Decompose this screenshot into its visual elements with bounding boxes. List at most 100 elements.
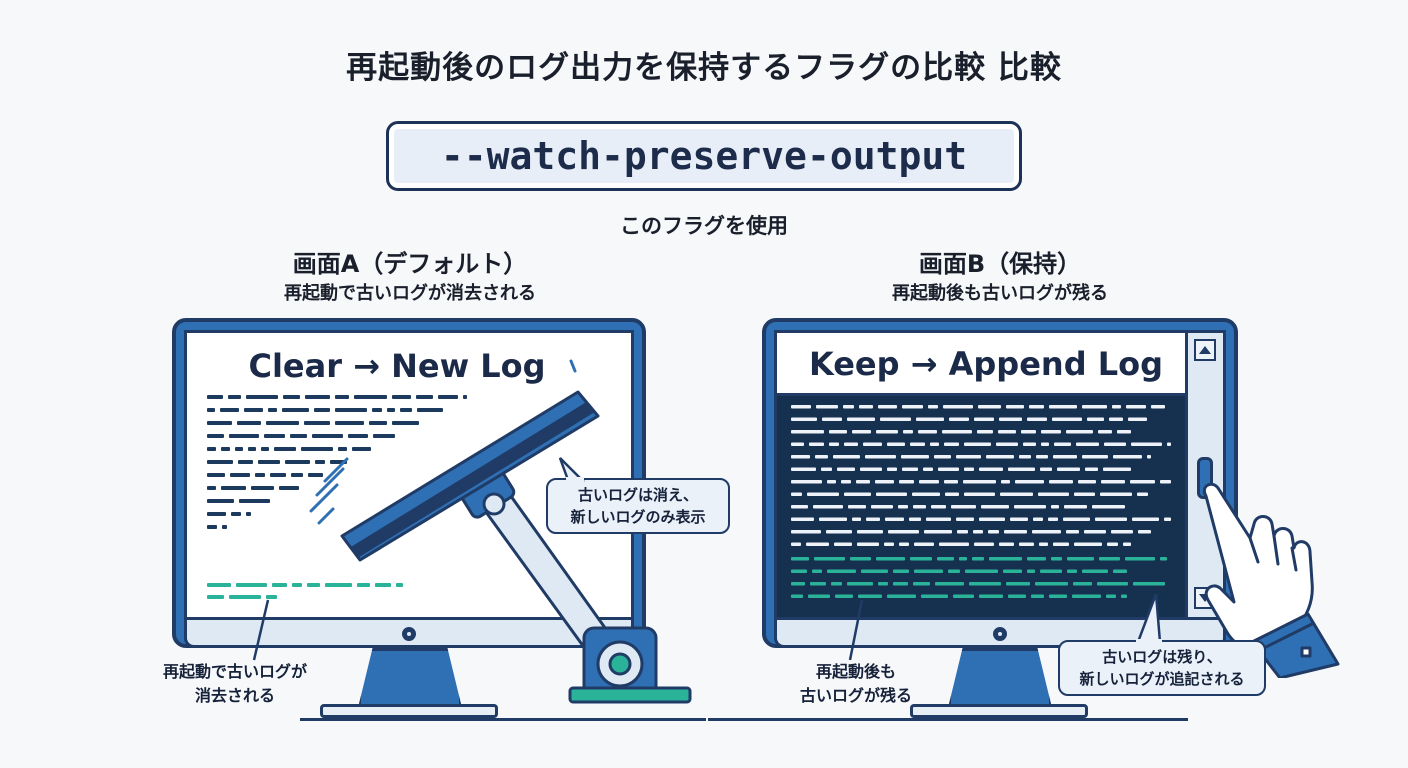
log-dash xyxy=(978,405,1001,409)
callout-a-tail xyxy=(558,457,586,482)
log-dash xyxy=(857,542,879,546)
log-dash xyxy=(1098,430,1112,434)
monitor-b-stand xyxy=(948,648,1052,708)
log-dash xyxy=(972,557,984,561)
log-dash xyxy=(814,557,845,561)
log-dash xyxy=(878,405,897,409)
log-dash xyxy=(944,480,958,484)
monitor-b-log-lines xyxy=(791,405,1171,598)
log-dash xyxy=(1073,582,1092,586)
log-dash xyxy=(387,408,395,412)
log-dash xyxy=(1082,569,1108,573)
log-dash xyxy=(1138,530,1151,534)
log-dash xyxy=(791,467,816,471)
log-dash xyxy=(939,542,969,546)
log-dash xyxy=(843,405,854,409)
log-dash xyxy=(875,480,894,484)
log-dash xyxy=(1085,467,1098,471)
log-dash xyxy=(857,530,883,534)
log-dash xyxy=(957,530,968,534)
log-dash xyxy=(335,395,349,399)
log-dash xyxy=(810,582,826,586)
log-dash xyxy=(207,595,224,599)
page-title: 再起動後のログ出力を保持するフラグの比較 比較 xyxy=(346,50,1062,86)
log-dash xyxy=(357,583,370,587)
log-dash xyxy=(1101,480,1125,484)
log-dash xyxy=(207,499,234,503)
log-dash xyxy=(292,583,302,587)
panel-a-header: 画面A（デフォルト） 再起動で古いログが消去される xyxy=(170,248,650,308)
log-dash xyxy=(844,442,858,446)
note-a: 再起動で古いログが 消去される xyxy=(130,660,340,708)
floor-line-b xyxy=(708,718,1188,721)
log-dash xyxy=(230,473,250,477)
log-dash xyxy=(1097,582,1128,586)
log-dash xyxy=(1123,542,1131,546)
log-dash xyxy=(1113,569,1127,573)
log-dash xyxy=(833,455,860,459)
log-dash xyxy=(847,582,873,586)
log-dash xyxy=(1021,430,1036,434)
log-dash xyxy=(220,408,239,412)
callout-a-line-2: 新しいログのみ表示 xyxy=(570,508,706,526)
log-dash xyxy=(934,455,951,459)
log-dash xyxy=(834,542,852,546)
monitor-b-screen-title: Keep → Append Log xyxy=(808,345,1164,383)
log-dash xyxy=(791,417,817,421)
log-dash xyxy=(809,442,824,446)
log-dash xyxy=(266,595,277,599)
log-dash xyxy=(937,557,954,561)
log-dash xyxy=(1137,492,1148,496)
log-dash xyxy=(909,517,921,521)
callout-a-line-1: 古いログは消え、 xyxy=(577,486,698,504)
log-dash xyxy=(844,492,871,496)
log-dash xyxy=(1057,467,1080,471)
log-dash xyxy=(791,492,802,496)
log-dash xyxy=(1072,594,1101,598)
log-dash xyxy=(352,447,371,451)
log-dash xyxy=(902,405,923,409)
log-dash xyxy=(914,569,943,573)
log-dash xyxy=(308,473,323,477)
scrollbar[interactable] xyxy=(1185,333,1223,617)
log-dash xyxy=(974,417,994,421)
log-dash xyxy=(1049,480,1073,484)
callout-b-tail xyxy=(1136,593,1162,644)
log-dash xyxy=(1008,594,1026,598)
log-dash xyxy=(305,395,330,399)
log-dash xyxy=(1074,542,1102,546)
log-dash xyxy=(463,395,467,399)
log-dash xyxy=(837,467,855,471)
log-dash xyxy=(919,480,939,484)
log-dash xyxy=(400,408,412,412)
scroll-up-button[interactable] xyxy=(1194,339,1216,361)
log-dash xyxy=(1039,542,1048,546)
log-dash xyxy=(791,430,824,434)
panel-a-heading: 画面A（デフォルト） xyxy=(292,250,528,278)
log-dash xyxy=(207,583,231,587)
log-dash xyxy=(914,542,934,546)
log-dash xyxy=(1131,442,1162,446)
log-dash xyxy=(251,486,274,490)
log-dash xyxy=(856,480,870,484)
log-dash xyxy=(1019,455,1031,459)
log-dash xyxy=(1040,569,1062,573)
log-dash xyxy=(279,486,299,490)
monitor-b-base xyxy=(910,704,1088,718)
log-dash xyxy=(1040,467,1052,471)
log-dash xyxy=(1049,594,1067,598)
log-dash xyxy=(301,447,333,451)
log-dash xyxy=(899,480,914,484)
log-dash xyxy=(888,530,919,534)
log-dash xyxy=(918,430,937,434)
flag-caption: このフラグを使用 xyxy=(620,214,788,238)
log-dash xyxy=(1133,582,1165,586)
log-dash xyxy=(207,395,223,399)
log-dash xyxy=(1000,492,1033,496)
log-dash xyxy=(964,492,995,496)
log-dash xyxy=(1117,430,1131,434)
log-dash xyxy=(1066,430,1093,434)
log-dash xyxy=(871,505,893,509)
log-dash xyxy=(926,517,951,521)
log-dash xyxy=(835,594,853,598)
